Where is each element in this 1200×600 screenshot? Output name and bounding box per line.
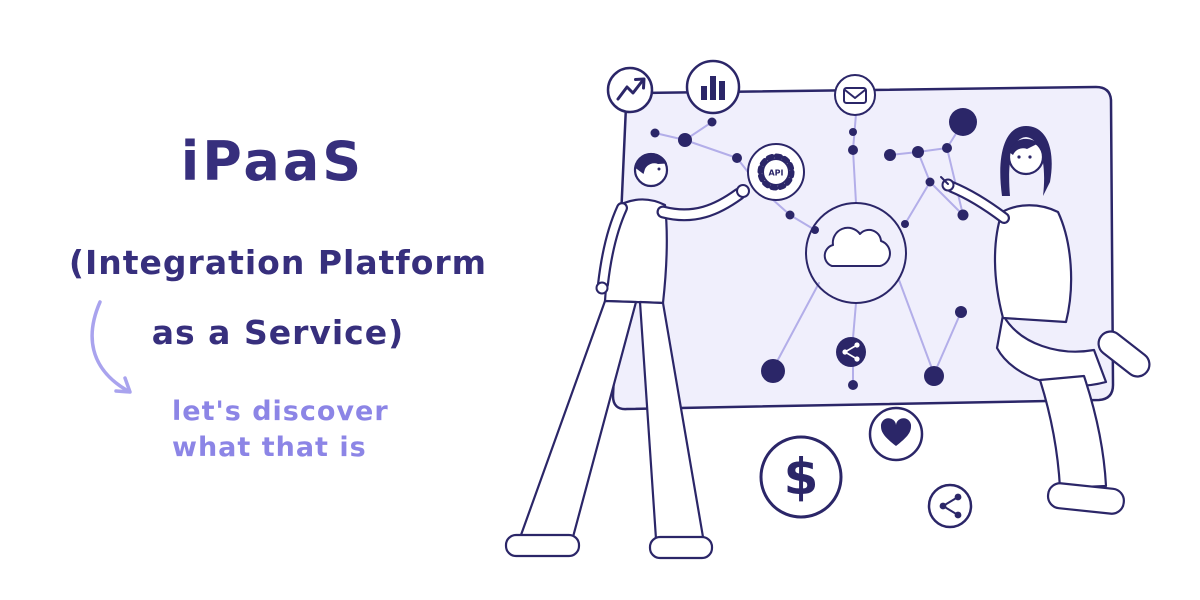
tagline: let's discover what that is: [172, 394, 389, 467]
person-right: [940, 126, 1151, 515]
page-title: iPaaS: [180, 130, 365, 193]
dollar-icon: $: [759, 435, 843, 519]
api-gear-icon: API: [747, 143, 805, 201]
cloud-icon: [805, 202, 907, 304]
api-label: API: [768, 169, 783, 178]
subtitle: (Integration Platform as a Service): [0, 228, 556, 368]
person-left: [504, 152, 750, 560]
bar-chart-icon: [685, 59, 741, 115]
tagline-line-1: let's discover: [172, 396, 389, 427]
subtitle-line-1: (Integration Platform: [68, 243, 488, 282]
share-icon: [836, 337, 866, 367]
subtitle-line-2: as a Service): [151, 313, 405, 352]
tagline-line-2: what that is: [172, 432, 367, 464]
heart-icon: [868, 406, 924, 462]
trend-line-icon: [606, 66, 654, 114]
dollar-symbol: $: [784, 448, 819, 506]
share-icon-bottom: [927, 483, 973, 529]
email-icon: [834, 74, 876, 116]
curved-arrow-icon: [90, 300, 132, 394]
